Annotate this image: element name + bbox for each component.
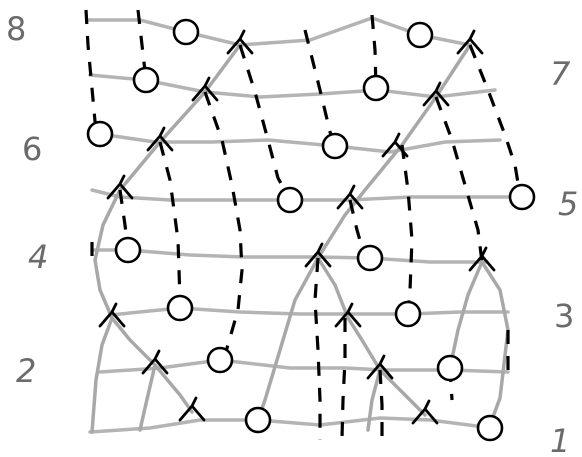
circle-marker-3 [134,68,158,92]
branch-line-12 [368,370,380,430]
circle-marker-12 [396,302,420,326]
circle-marker-7 [278,188,302,212]
dashed-strand-3 [205,92,242,355]
row-label-3: 3 [554,297,574,335]
circle-markers [88,20,534,440]
grid-row-8 [90,418,492,432]
circle-marker-9 [116,238,140,262]
fork-markers [100,31,494,423]
circle-marker-5 [88,122,112,146]
row-label-5: 5 [558,185,578,223]
circle-marker-11 [168,296,192,320]
dashed-strand-13 [315,258,320,440]
circle-marker-1 [174,20,198,44]
row-label-4: 4 [28,238,48,276]
dashed-strand-1 [86,10,96,132]
circle-marker-14 [438,356,462,380]
row-label-7: 7 [550,55,571,93]
branch-line-11 [140,365,155,430]
grid-row-5 [92,250,487,262]
branch-line-4 [92,318,112,432]
branch-line-6 [258,258,318,420]
dashed-strand-5 [160,142,180,300]
grid-row-4 [92,190,522,200]
circle-marker-8 [510,185,534,209]
row-label-6: 6 [22,130,42,168]
branch-line-10 [482,262,508,425]
dashed-strand-9 [470,45,520,195]
circle-marker-15 [246,408,270,432]
dashed-strand-10 [436,97,482,262]
circle-marker-16 [478,416,502,440]
dashed-strand-14 [342,318,345,438]
branch-line-8 [380,370,425,415]
branch-line-1 [120,45,240,190]
row-label-8: 8 [6,10,26,48]
dashed-strand-11 [402,145,412,312]
circle-marker-6 [323,134,347,158]
circle-marker-13 [208,348,232,372]
circle-marker-4 [364,76,388,100]
dashed-strand-7 [305,30,332,140]
dashed-strand-15 [380,370,382,440]
dashed-strand-4 [240,45,290,200]
row-label-2: 2 [16,352,36,390]
circle-marker-2 [408,23,432,47]
branch-line-9 [450,262,482,368]
row-label-1: 1 [550,422,570,457]
circle-marker-10 [358,246,382,270]
